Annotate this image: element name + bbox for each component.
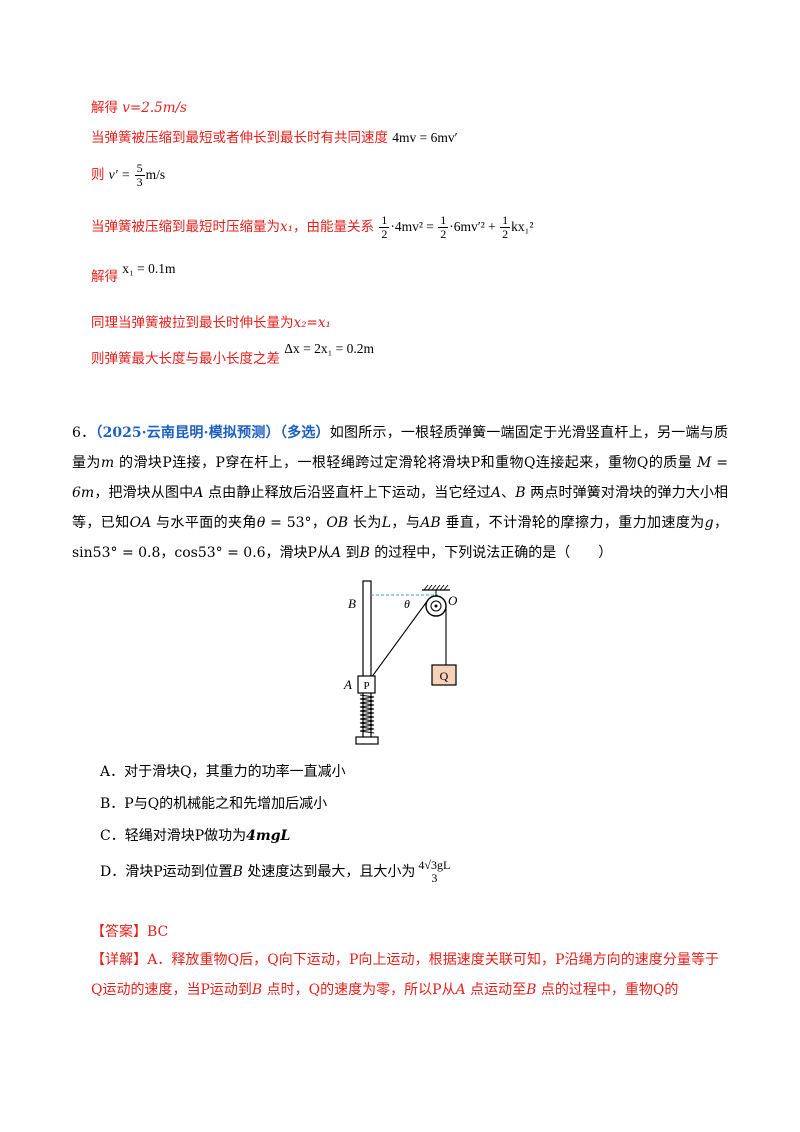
detail-label: 【详解】 bbox=[91, 952, 148, 968]
answer-label: 【答案】 bbox=[91, 924, 147, 940]
question-type: （多选） bbox=[279, 425, 330, 441]
question-6: 6．（2025·云南昆明·模拟预测）（多选）如图所示，一根轻质弹簧一端固定于光滑… bbox=[72, 425, 729, 561]
equation: Δx = 2x₁ = 0.2m bbox=[284, 341, 375, 356]
answer: 【答案】BC bbox=[91, 922, 168, 942]
block-p bbox=[357, 675, 376, 694]
solution-line-6: 同理当弹簧被拉到最长时伸长量为x₂=x₁ bbox=[91, 313, 331, 333]
solution-line-5: 解得 x₁ = 0.1m bbox=[91, 261, 176, 292]
spring bbox=[359, 694, 375, 734]
solution-text: 解得 bbox=[91, 100, 123, 116]
variable: x₁ bbox=[280, 219, 294, 235]
solution-text: 当弹簧被压缩到最短时压缩量为 bbox=[91, 219, 280, 235]
solution-text: 则弹簧最大长度与最小长度之差 bbox=[91, 351, 280, 367]
solution-text: ，由能量关系 bbox=[293, 219, 375, 235]
option-b[interactable]: B．P与Q的机械能之和先增加后减小 bbox=[100, 796, 328, 812]
solution-line-7: 则弹簧最大长度与最小长度之差 Δx = 2x₁ = 0.2m bbox=[91, 341, 375, 374]
label-a: A bbox=[343, 677, 352, 692]
option-a[interactable]: A．对于滑块Q，其重力的功率一直减小 bbox=[100, 764, 346, 780]
vertical-rod bbox=[362, 580, 372, 742]
detail-explanation: 【详解】A．释放重物Q后，Q向下运动，P向上运动，根据速度关联可知，P沿绳方向的… bbox=[91, 952, 719, 998]
label-p: P bbox=[363, 680, 369, 692]
label-b: B bbox=[348, 596, 356, 611]
solution-text: 则 bbox=[91, 167, 105, 183]
question-source: （2025·云南昆明·模拟预测） bbox=[95, 425, 280, 441]
solution-text: 同理当弹簧被拉到最长时伸长量为 bbox=[91, 315, 294, 331]
solution-text: 解得 bbox=[91, 269, 118, 285]
label-theta: θ bbox=[404, 597, 410, 611]
answer-value: BC bbox=[147, 924, 169, 940]
solution-value: v=2.5m/s bbox=[122, 100, 187, 116]
base bbox=[355, 736, 379, 745]
ceiling-hatch bbox=[423, 584, 449, 591]
solution-line-1: 解得 v=2.5m/s bbox=[91, 98, 187, 118]
block-q bbox=[431, 664, 457, 686]
physics-figure: Q P B θ O A bbox=[343, 580, 458, 745]
solution-text: 当弹簧被压缩到最短或者伸长到最长时有共同速度 bbox=[91, 130, 388, 146]
question-number: 6． bbox=[72, 425, 96, 441]
equation: 4mv = 6mv′ bbox=[392, 130, 458, 145]
option-c[interactable]: C．轻绳对滑块P做功为4mgL bbox=[100, 828, 291, 844]
label-o: O bbox=[448, 593, 458, 608]
variable: x₂=x₁ bbox=[293, 315, 331, 331]
solution-line-2: 当弹簧被压缩到最短或者伸长到最长时有共同速度 4mv = 6mv′ bbox=[91, 128, 458, 148]
pulley-axle bbox=[434, 604, 438, 608]
rope-p-pulley bbox=[370, 599, 429, 679]
equation: x₁ = 0.1m bbox=[122, 261, 176, 276]
label-q: Q bbox=[440, 669, 449, 683]
